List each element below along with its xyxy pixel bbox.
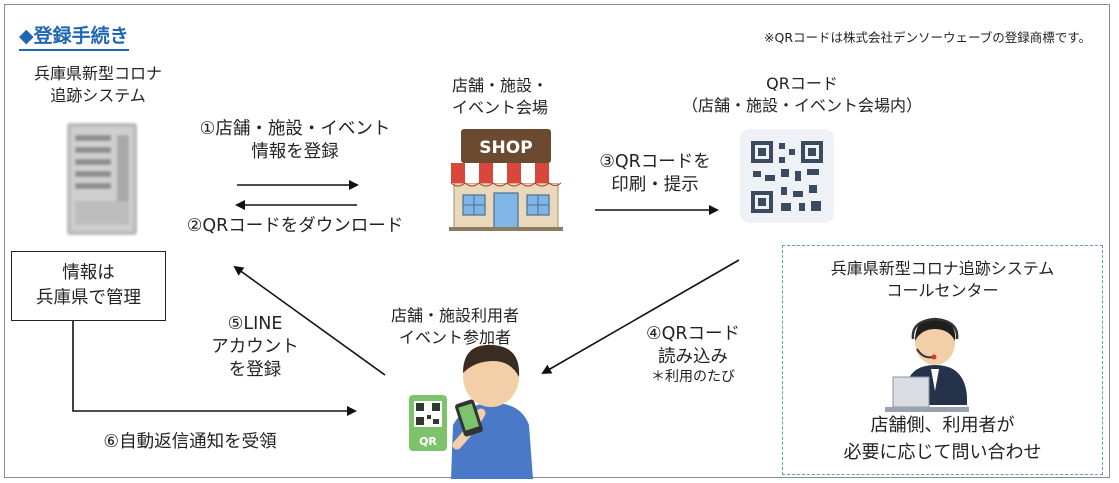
system-label-line: 追跡システム (50, 86, 146, 105)
step-4-line: 読み込み (658, 347, 728, 367)
step-3-line: 印刷・提示 (611, 175, 699, 195)
step-5-line: ⑤LINE (227, 314, 283, 334)
operator-icon (885, 317, 969, 412)
callcenter-desc: 店舗側、利用者が 必要に応じて問い合わせ (783, 412, 1102, 466)
step-6-label: ⑥自動返信通知を受領 (75, 431, 305, 454)
user-phone-icon: QR (409, 344, 533, 479)
qrcode-label-line: QRコード (766, 74, 838, 93)
step-4-label: ④QRコード 読み込み ＊利用のたび (623, 323, 763, 386)
page-title: ◆登録手続き (19, 21, 129, 51)
callcenter-title-line: コールセンター (886, 281, 999, 300)
step-5-line: を登録 (228, 360, 282, 380)
shop-sign-text: SHOP (479, 138, 532, 158)
shop-label: 店舗・施設・ イベント会場 (435, 75, 565, 119)
step-4-note: ＊利用のたび (651, 369, 735, 385)
info-box-line: 兵庫県で管理 (36, 288, 141, 308)
step-5-label: ⑤LINE アカウント を登録 (205, 313, 305, 382)
step-4-line: ④QRコード (645, 324, 741, 344)
callcenter-title-line: 兵庫県新型コロナ追跡システム (830, 259, 1055, 278)
trademark-note: ※QRコードは株式会社デンソーウェーブの登録商標です。 (764, 30, 1091, 45)
qrcode-label-line: （店舗・施設・イベント会場内） (681, 96, 922, 115)
arrow-step6 (72, 321, 357, 416)
shop-label-line: 店舗・施設・ (451, 76, 548, 95)
shop-icon: SHOP (449, 129, 563, 231)
user-label-line: 店舗・施設利用者 (390, 306, 519, 325)
step-1-label: ①店舗・施設・イベント 情報を登録 (175, 118, 415, 164)
step-2-line: ②QRコードをダウンロード (186, 216, 404, 236)
step-5-line: アカウント (211, 337, 299, 357)
step-6-line: ⑥自動返信通知を受領 (103, 432, 277, 452)
server-icon (67, 123, 137, 235)
arrow-step4 (541, 259, 740, 374)
user-qr-text: QR (419, 435, 437, 448)
step-1-line: 情報を登録 (251, 142, 339, 162)
step-2-label: ②QRコードをダウンロード (165, 215, 425, 238)
step-1-line: ①店舗・施設・イベント (199, 119, 391, 139)
info-box-text: 情報は 兵庫県で管理 (36, 261, 141, 311)
callcenter-box: 兵庫県新型コロナ追跡システム コールセンター 店舗側、利用者が 必要に応じて問い… (782, 245, 1103, 475)
qrcode-label: QRコード （店舗・施設・イベント会場内） (667, 73, 937, 117)
qr-code-icon (740, 129, 834, 223)
arrow-step5 (233, 265, 386, 376)
diagram-frame: ◆登録手続き ※QRコードは株式会社デンソーウェーブの登録商標です。 兵庫県新型… (4, 4, 1110, 479)
system-label-line: 兵庫県新型コロナ (33, 64, 162, 83)
info-box-line: 情報は (62, 263, 115, 283)
step-3-line: ③QRコードを (599, 152, 711, 172)
user-label-line: イベント参加者 (398, 328, 511, 347)
callcenter-desc-line: 店舗側、利用者が (870, 415, 1015, 436)
diagram-graphics: SHOP (67, 123, 969, 479)
shop-label-line: イベント会場 (451, 98, 548, 117)
callcenter-desc-line: 必要に応じて問い合わせ (843, 442, 1042, 463)
info-managed-box: 情報は 兵庫県で管理 (11, 251, 166, 321)
step-3-label: ③QRコードを 印刷・提示 (585, 151, 725, 197)
system-label: 兵庫県新型コロナ 追跡システム (23, 63, 173, 107)
callcenter-title: 兵庫県新型コロナ追跡システム コールセンター (783, 258, 1102, 302)
user-label: 店舗・施設利用者 イベント参加者 (375, 305, 535, 349)
